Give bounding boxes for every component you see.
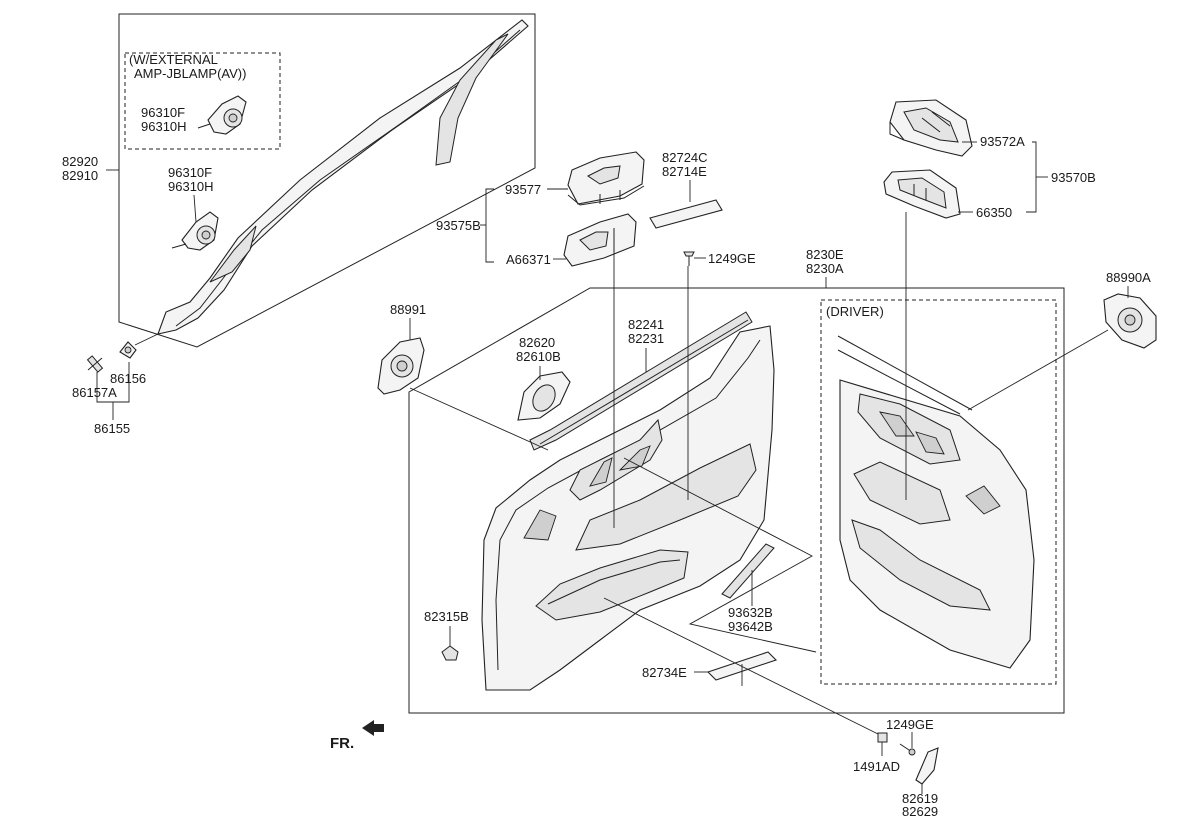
part-number-label: 86157A [72, 385, 117, 400]
weatherstrip-edge [539, 319, 749, 445]
part-number-label: 82241 [628, 317, 664, 332]
window-switch-icon [889, 99, 973, 157]
clip-icon [441, 645, 459, 661]
door-handle-icon [879, 411, 915, 437]
part-number-label: 93642B [728, 619, 773, 634]
part-number-label: 93632B [728, 605, 773, 620]
lock-knob-icon [915, 431, 945, 455]
external-amp-frame [124, 52, 281, 150]
window-switch-icon [567, 151, 645, 206]
door-handle-icon [589, 457, 613, 487]
part-number-label: 82610B [516, 349, 561, 364]
external-amp-note: AMP-JBLAMP(AV)) [134, 66, 246, 81]
leader-line [967, 329, 1109, 411]
part-number-label: 82734E [642, 665, 687, 680]
part-number-label: 82714E [662, 164, 707, 179]
garnish-group-frame [118, 13, 536, 348]
part-number-label: 86155 [94, 421, 130, 436]
part-number-label: 88990A [1106, 270, 1151, 285]
leader-line [193, 194, 197, 223]
inside-handle-icon [517, 371, 571, 421]
part-number-label: 96310F [141, 105, 185, 120]
garnish-strip-icon [721, 543, 775, 599]
clip-icon [86, 355, 104, 373]
screw-icon [683, 251, 695, 266]
part-number-label: 93572A [980, 134, 1025, 149]
leader-line [623, 457, 817, 653]
part-number-label: 93575B [436, 218, 481, 233]
driver-panel-edge [837, 349, 961, 415]
weatherstrip [529, 311, 753, 451]
external-amp-note: (W/EXTERNAL [129, 52, 218, 67]
driver-door-pocket [851, 519, 991, 611]
leader-line [603, 597, 879, 735]
tweeter-mount [209, 225, 257, 283]
part-number-label: A66371 [506, 252, 551, 267]
part-number-label: 1249GE [708, 251, 756, 266]
part-number-label: 96310F [168, 165, 212, 180]
window-switch-icon [883, 169, 961, 219]
driver-panel-edge [837, 335, 973, 411]
part-number-label: 82910 [62, 168, 98, 183]
door-vent-icon [965, 485, 1001, 515]
leader-line [409, 387, 549, 451]
door-vent-icon [523, 509, 557, 541]
pad-icon [649, 199, 723, 229]
driver-variant-frame [820, 299, 1057, 685]
part-number-label: 82629 [902, 804, 938, 819]
part-number-label: 1491AD [853, 759, 900, 774]
part-number-label: 96310H [141, 119, 187, 134]
speaker-icon [377, 337, 425, 395]
part-number-label: 88991 [390, 302, 426, 317]
front-direction-marker: FR. [330, 735, 354, 752]
leader-line [134, 333, 159, 346]
part-number-label: 86156 [110, 371, 146, 386]
part-number-label: 96310H [168, 179, 214, 194]
door-trim-frame [408, 287, 1065, 714]
part-number-label: 82619 [902, 791, 938, 806]
cover-cap-icon [915, 747, 939, 785]
part-number-label: 8230A [806, 261, 844, 276]
part-number-label: 93570B [1051, 170, 1096, 185]
window-switch-icon [563, 213, 637, 267]
armrest [575, 443, 757, 551]
driver-variant-label: (DRIVER) [826, 304, 884, 319]
trim-panel-contour [495, 339, 761, 671]
part-number-label: 93577 [505, 182, 541, 197]
leader-line [485, 188, 494, 263]
speaker-icon [1103, 293, 1157, 349]
driver-trim-panel [839, 379, 1035, 669]
leader-line [1026, 141, 1037, 213]
lock-knob-icon [618, 445, 651, 471]
part-number-label: 82231 [628, 331, 664, 346]
part-number-label: 82620 [519, 335, 555, 350]
sail-trim [435, 33, 509, 166]
part-number-label: 82315B [424, 609, 469, 624]
grommet-icon [119, 341, 137, 359]
part-number-label: 8230E [806, 247, 844, 262]
screw-icon [899, 743, 916, 756]
part-number-label: 82724C [662, 150, 708, 165]
part-number-label: 1249GE [886, 717, 934, 732]
front-arrow-icon [362, 720, 384, 736]
tweeter-speaker-icon [171, 211, 219, 251]
driver-armrest [853, 461, 951, 525]
clip-nut-icon [877, 732, 888, 743]
tweeter-speaker-icon [197, 95, 247, 135]
door-pocket [535, 549, 689, 621]
part-number-label: 82920 [62, 154, 98, 169]
door-pocket-edge [547, 559, 681, 605]
part-number-label: 66350 [976, 205, 1012, 220]
